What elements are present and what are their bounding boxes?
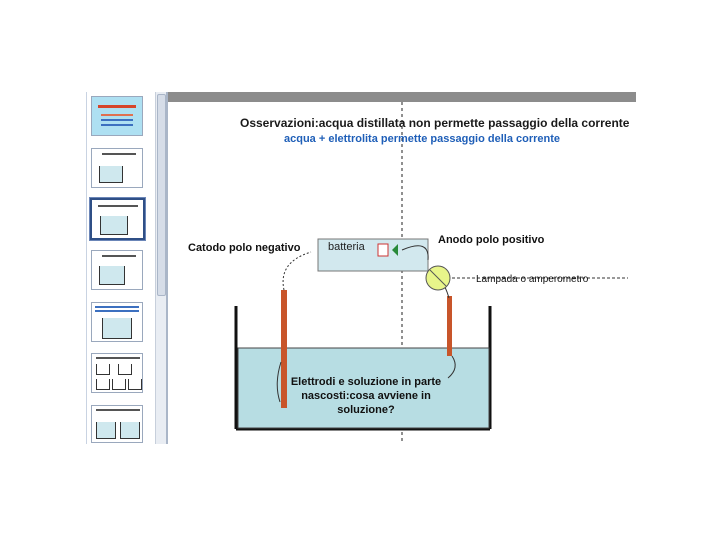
thumb-text-mark <box>95 310 139 312</box>
observation-line-1: Osservazioni:acqua distillata non permet… <box>240 116 630 130</box>
slide-canvas[interactable]: Osservazioni:acqua distillata non permet… <box>168 102 636 444</box>
thumb-beaker-mark <box>96 422 116 439</box>
scrollbar-thumb[interactable] <box>157 94 166 296</box>
thumb-beaker-mark <box>100 216 128 235</box>
thumb-beaker-mark <box>99 266 125 285</box>
thumb-text-mark <box>102 153 136 155</box>
thumb-text-mark <box>96 409 140 411</box>
thumb-beaker-mark <box>128 379 142 390</box>
thumb-text-mark <box>101 124 133 126</box>
solution-text-line-2: nascosti:cosa avviene in <box>301 390 431 402</box>
wire-cathode-battery <box>282 251 312 291</box>
slide-thumbnail-7[interactable] <box>91 405 143 443</box>
thumb-beaker-mark <box>99 166 123 183</box>
thumb-text-mark <box>102 255 136 257</box>
battery-cell-positive <box>392 244 398 256</box>
lamp-cross <box>429 269 447 287</box>
anode-label: Anodo polo positivo <box>438 234 545 246</box>
battery-cell-negative <box>377 243 389 257</box>
pane-splitter[interactable] <box>166 92 168 444</box>
thumb-beaker-mark <box>112 379 126 390</box>
battery-label: batteria <box>328 241 365 253</box>
slide-thumbnail-pane <box>86 92 153 444</box>
wire-submerged-left <box>276 361 282 403</box>
thumb-beaker-mark <box>118 364 132 375</box>
slide-thumbnail-5[interactable] <box>91 302 143 342</box>
thumb-text-mark <box>98 205 138 207</box>
thumb-text-mark <box>101 114 133 116</box>
battery-box <box>317 238 429 272</box>
thumb-beaker-mark <box>120 422 140 439</box>
cathode-electrode <box>281 290 287 408</box>
thumb-text-mark <box>96 357 140 359</box>
wire-submerged-right <box>447 355 456 379</box>
slide-diagram <box>234 102 628 444</box>
presentation-editor: Osservazioni:acqua distillata non permet… <box>86 92 636 444</box>
wire-battery-lamp <box>401 245 429 261</box>
slide-thumbnail-1[interactable] <box>91 96 143 136</box>
slide-editing-area: Osservazioni:acqua distillata non permet… <box>168 92 636 444</box>
thumb-text-mark <box>95 306 139 308</box>
anode-electrode <box>447 296 452 356</box>
thumb-beaker-mark <box>96 364 110 375</box>
observation-line-2: acqua + elettrolita permette passaggio d… <box>284 133 561 145</box>
cathode-label: Catodo polo negativo <box>188 242 301 254</box>
thumb-text-mark <box>101 119 133 121</box>
thumb-beaker-mark <box>102 318 132 339</box>
solution-text-line-3: soluzione? <box>337 404 395 416</box>
solution-area <box>237 347 490 429</box>
slide-thumbnail-6[interactable] <box>91 353 143 393</box>
slide-thumbnail-4[interactable] <box>91 250 143 290</box>
thumb-title-mark <box>98 105 136 108</box>
slide-thumbnail-2[interactable] <box>91 148 143 188</box>
solution-text-line-1: Elettrodi e soluzione in parte <box>290 376 442 388</box>
thumb-beaker-mark <box>96 379 110 390</box>
lamp-label: Lampada o amperometro <box>476 274 589 285</box>
slide-thumbnail-3[interactable] <box>89 197 146 241</box>
